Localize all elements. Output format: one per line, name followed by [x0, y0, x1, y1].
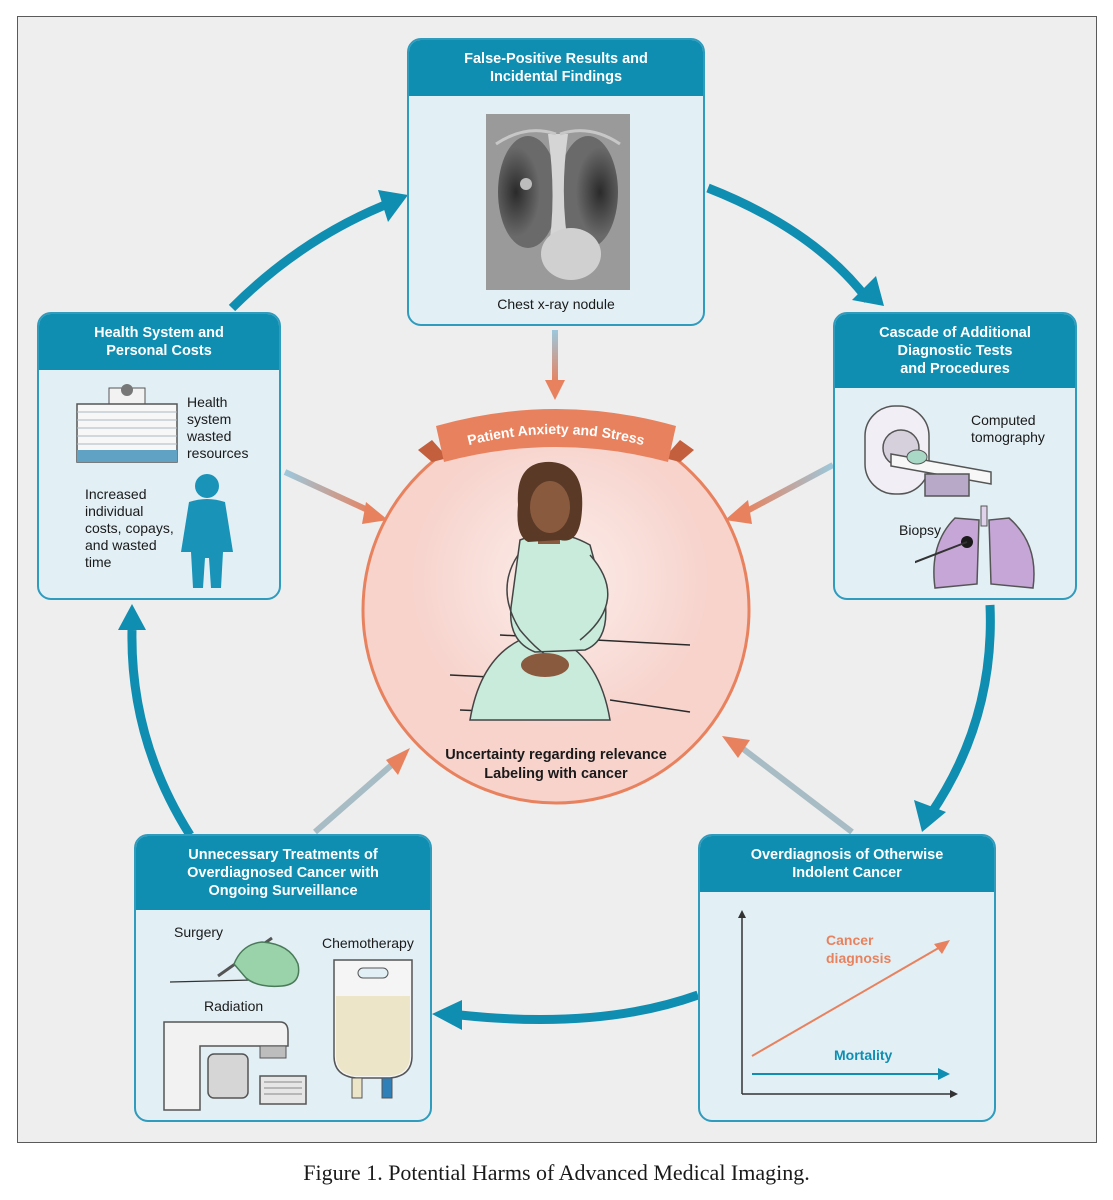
- panel-cascade: Cascade of Additional Diagnostic Tests a…: [833, 312, 1077, 600]
- chemotherapy-bag-icon: [333, 959, 413, 1099]
- nodule-mark: [520, 178, 532, 190]
- hospital-building-icon: [76, 384, 178, 463]
- feeder-bottomright: [740, 745, 854, 835]
- panel-title-line: Cascade of Additional: [879, 325, 1031, 341]
- panel-title-line: Overdiagnosis of Otherwise: [750, 847, 944, 863]
- overdiagnosis-graph: [738, 910, 958, 1098]
- center-line2: Labeling with cancer: [484, 766, 628, 782]
- health-system-label-line4: resources: [187, 445, 249, 461]
- feeder-bottomleft: [313, 759, 397, 835]
- cancer-diagnosis-line: [751, 945, 943, 1057]
- center-line1: Uncertainty regarding relevance: [445, 747, 667, 763]
- health-system-label-line2: system: [187, 411, 232, 427]
- panel-overdiagnosis: Overdiagnosis of Otherwise Indolent Canc…: [698, 834, 996, 1122]
- panel-title-line: Unnecessary Treatments of: [188, 847, 378, 863]
- surgery-label: Surgery: [174, 924, 224, 940]
- person-silhouette-icon: [181, 474, 233, 588]
- individual-costs-label-line3: costs, copays,: [85, 520, 174, 536]
- banner-ribbon: [436, 409, 676, 462]
- feeder-left-head: [362, 502, 388, 524]
- arrow-right-to-bottomright: [926, 604, 995, 818]
- ct-label-line2: tomography: [971, 429, 1045, 445]
- panel-cascade-header: Cascade of Additional Diagnostic Tests a…: [835, 314, 1075, 388]
- radiation-label: Radiation: [204, 998, 264, 1014]
- panel-false-positive-header: False-Positive Results and Incidental Fi…: [409, 40, 703, 96]
- feeder-bottomright-head: [722, 736, 750, 758]
- feeder-right-head: [725, 500, 752, 524]
- panel-title-line: False-Positive Results and: [464, 51, 648, 67]
- feeder-left: [283, 469, 374, 515]
- patient-illustration: [469, 461, 611, 721]
- graph-y-axis-head: [738, 910, 746, 918]
- arrow-bottomleft-to-left-head: [118, 604, 146, 630]
- figure-caption: Figure 1. Potential Harms of Advanced Me…: [303, 1160, 810, 1185]
- arrow-right-to-bottomright-head: [914, 800, 946, 832]
- panel-false-positive: False-Positive Results and Incidental Fi…: [407, 38, 705, 326]
- arrow-top-to-right-head: [852, 276, 884, 306]
- cancer-diagnosis-line-head: [934, 940, 950, 954]
- arrow-left-to-top: [228, 200, 387, 312]
- mortality-line-head: [938, 1068, 950, 1080]
- health-system-label-line3: wasted: [187, 428, 232, 444]
- individual-costs-label-line5: time: [85, 554, 112, 570]
- chemotherapy-label: Chemotherapy: [322, 935, 414, 951]
- radiation-machine-icon: [163, 1021, 307, 1111]
- panel-unnecessary-treatments: Unnecessary Treatments of Overdiagnosed …: [134, 834, 432, 1122]
- chest-xray-image: [486, 114, 630, 290]
- panel-health-system-costs-header: Health System and Personal Costs: [39, 314, 279, 370]
- arrow-left-to-top-head: [378, 190, 408, 222]
- panel-title-line: Ongoing Surveillance: [208, 883, 358, 899]
- individual-costs-label-line1: Increased: [85, 486, 147, 502]
- ct-label-line1: Computed: [971, 412, 1036, 428]
- panel-title-line: Personal Costs: [106, 343, 212, 359]
- panel-title-line: and Procedures: [900, 361, 1010, 377]
- surgery-glove-icon: [169, 936, 300, 988]
- mortality-label: Mortality: [834, 1047, 893, 1063]
- arrow-top-to-right: [706, 183, 872, 303]
- panel-title-line: Health System and: [94, 325, 224, 341]
- individual-costs-label-line4: and wasted: [85, 537, 157, 553]
- panel-title-line: Diagnostic Tests: [897, 343, 1013, 359]
- feeder-top: [552, 330, 558, 382]
- banner-tail-right: [664, 440, 694, 462]
- cancer-diagnosis-label-line1: Cancer: [826, 932, 874, 948]
- panel-unnecessary-treatments-header: Unnecessary Treatments of Overdiagnosed …: [136, 836, 430, 910]
- feeder-bottomleft-head: [386, 748, 410, 775]
- panel-health-system-costs: Health System and Personal Costs Health …: [37, 312, 281, 600]
- panel-title-line: Indolent Cancer: [792, 865, 902, 881]
- ct-scanner-icon: [864, 405, 992, 497]
- arrow-bottomleft-to-left: [127, 629, 194, 838]
- panel-title-line: Incidental Findings: [489, 69, 623, 85]
- panel-title-line: Overdiagnosed Cancer with: [187, 865, 379, 881]
- biopsy-label: Biopsy: [899, 522, 942, 538]
- health-system-label-line1: Health: [187, 394, 228, 410]
- lungs-biopsy-icon: [915, 505, 1035, 589]
- panel-overdiagnosis-header: Overdiagnosis of Otherwise Indolent Canc…: [700, 836, 994, 892]
- graph-x-axis-head: [950, 1090, 958, 1098]
- arrow-bottomright-to-bottomleft-head: [432, 1000, 462, 1030]
- feeder-right: [743, 462, 835, 515]
- feeder-top-head: [545, 380, 565, 400]
- cancer-diagnosis-label-line2: diagnosis: [826, 950, 892, 966]
- banner-tail-left: [418, 440, 448, 462]
- individual-costs-label-line2: individual: [85, 503, 144, 519]
- chest-xray-label: Chest x-ray nodule: [497, 296, 615, 312]
- arrow-bottomright-to-bottomleft: [459, 990, 700, 1024]
